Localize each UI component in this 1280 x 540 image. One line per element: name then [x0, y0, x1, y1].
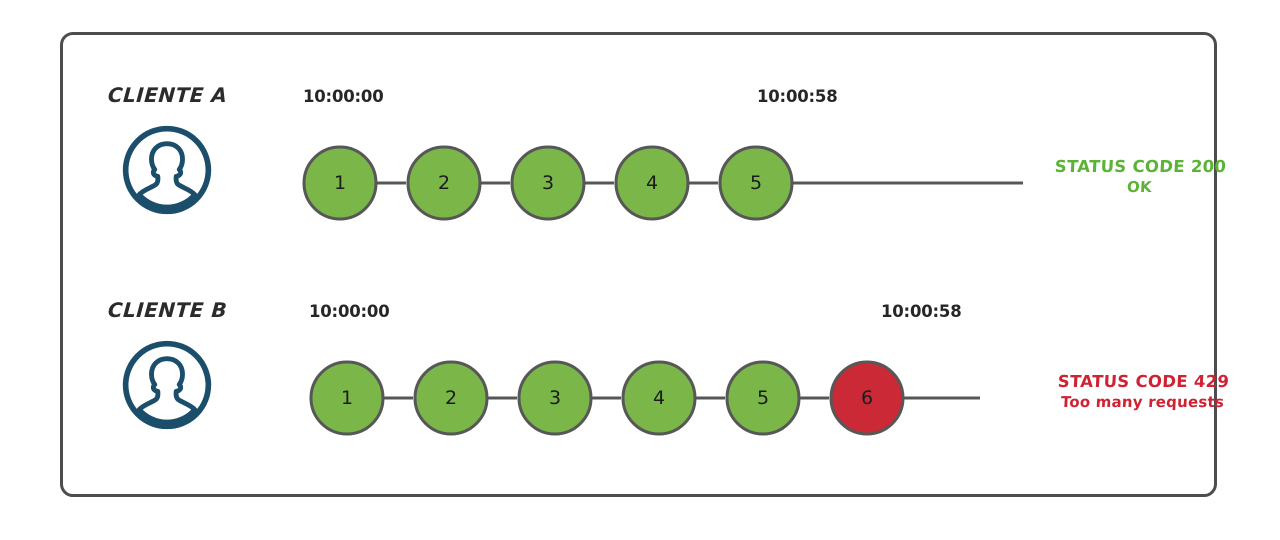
start-timestamp-a: 10:00:00 [303, 87, 384, 106]
request-chain-b: 1 2 3 4 5 [308, 358, 1028, 436]
request-node[interactable]: 1 [309, 360, 385, 436]
request-node[interactable]: 5 [725, 360, 801, 436]
user-avatar-icon [120, 338, 214, 432]
request-node-label: 1 [334, 172, 346, 194]
end-timestamp-a: 10:00:58 [757, 87, 838, 106]
end-timestamp-b: 10:00:58 [881, 302, 962, 321]
request-node-label: 5 [750, 172, 762, 194]
status-code-line: STATUS CODE 200 [1054, 157, 1227, 176]
request-node-label: 6 [861, 387, 873, 409]
request-node[interactable]: 3 [510, 145, 586, 221]
request-node-label: 4 [646, 172, 658, 194]
request-node[interactable]: 1 [302, 145, 378, 221]
request-node-error[interactable]: 6 [829, 360, 905, 436]
request-node[interactable]: 5 [718, 145, 794, 221]
user-avatar-icon [120, 123, 214, 217]
request-node-label: 2 [445, 387, 457, 409]
request-node[interactable]: 4 [614, 145, 690, 221]
request-node[interactable]: 2 [413, 360, 489, 436]
client-label-a: CLIENTE A [107, 83, 229, 107]
request-chain-a: 1 2 3 4 5 [301, 143, 1026, 221]
request-node-label: 2 [438, 172, 450, 194]
status-badge-a: STATUS CODE 200 OK [1024, 157, 1256, 196]
status-badge-b: STATUS CODE 429 Too many requests [1022, 372, 1264, 411]
status-code-line: STATUS CODE 429 [1057, 372, 1230, 391]
request-node-label: 3 [542, 172, 554, 194]
status-message-line: OK [1126, 177, 1153, 196]
request-node[interactable]: 4 [621, 360, 697, 436]
status-message-line: Too many requests [1060, 392, 1225, 411]
start-timestamp-b: 10:00:00 [309, 302, 390, 321]
request-node-label: 4 [653, 387, 665, 409]
request-node-label: 5 [757, 387, 769, 409]
request-node-label: 1 [341, 387, 353, 409]
diagram-card: CLIENTE A 10:00:00 10:00:58 [60, 32, 1230, 497]
request-node-label: 3 [549, 387, 561, 409]
request-node[interactable]: 3 [517, 360, 593, 436]
request-node[interactable]: 2 [406, 145, 482, 221]
client-label-b: CLIENTE B [107, 298, 229, 322]
